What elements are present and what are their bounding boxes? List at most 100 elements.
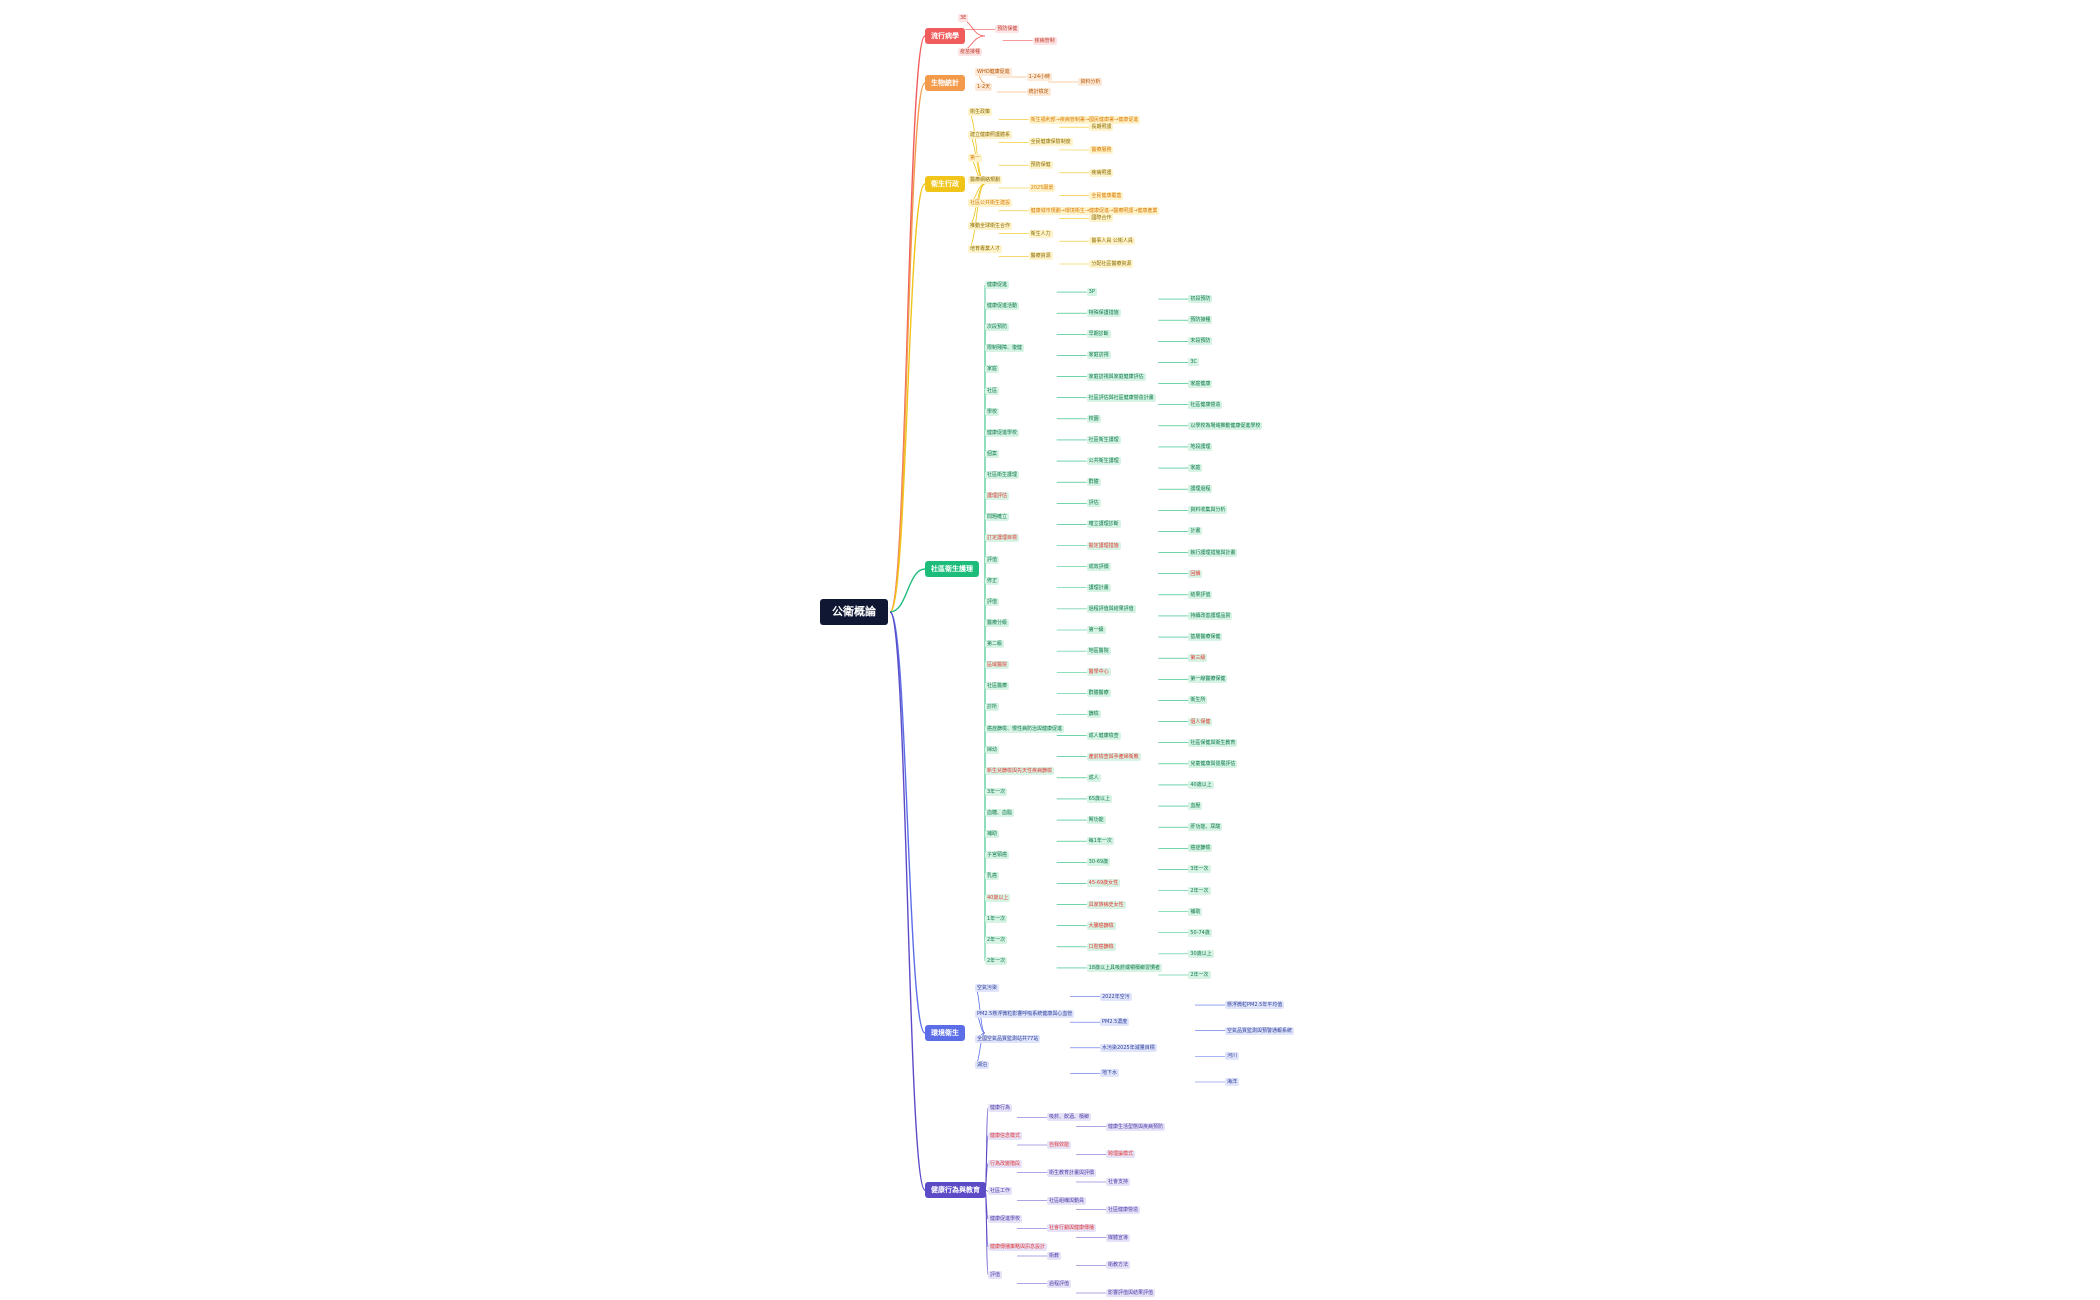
topic-node[interactable]: 肝功能、尿酸 [1188, 823, 1223, 832]
topic-node[interactable]: 65歲以上 [1086, 794, 1113, 803]
topic-node[interactable]: 50-74歲 [1188, 928, 1212, 937]
topic-node[interactable]: 全國空氣品質監測站共77站 [975, 1035, 1041, 1044]
topic-node[interactable]: 群體 [1086, 478, 1101, 487]
topic-node[interactable]: 衛教 [1047, 1252, 1062, 1260]
topic-node[interactable]: 40歲以上 [1188, 780, 1214, 789]
topic-node[interactable]: 18歲以上具吸菸或嚼檳榔習慣者 [1086, 963, 1163, 972]
topic-node[interactable]: 成人 [1086, 773, 1101, 782]
topic-node[interactable]: 地段護理 [1188, 442, 1213, 451]
topic-node[interactable]: 家庭訪視 [1086, 351, 1111, 360]
topic-node[interactable]: 血壓 [1188, 802, 1203, 811]
topic-node[interactable]: 社區組織與動員 [1047, 1196, 1087, 1205]
topic-node[interactable]: 初段預防 [1188, 295, 1213, 304]
topic-node[interactable]: 資料收集與分析 [1188, 506, 1228, 515]
topic-node[interactable]: 預防保健 [1028, 161, 1053, 170]
topic-node[interactable]: 3年一次 [1188, 865, 1211, 874]
topic-node[interactable]: WHO健康促進 [975, 68, 1012, 76]
topic-node[interactable]: 1年一次 [985, 914, 1008, 923]
topic-node[interactable]: 2022年空污 [1100, 992, 1132, 1001]
topic-node[interactable]: 群體醫療 [1086, 689, 1111, 698]
topic-node[interactable]: 健康促進 [985, 281, 1010, 289]
topic-node[interactable]: 癌症篩檢 [1188, 844, 1213, 853]
topic-node[interactable]: 全民健康覆蓋 [1089, 191, 1124, 200]
topic-node[interactable]: 社區公共衛生建設 [968, 199, 1013, 208]
topic-node[interactable]: 過程評值與結果評值 [1086, 604, 1136, 613]
topic-node[interactable]: 預防保健 [995, 25, 1020, 34]
topic-node[interactable]: 影響評值與結果評值 [1106, 1289, 1156, 1297]
topic-node[interactable]: 社區醫療 [985, 682, 1010, 691]
topic-node[interactable]: 衛生教育計畫與評價 [1047, 1168, 1097, 1177]
branch-4[interactable]: 環境衛生 [925, 1025, 965, 1041]
topic-node[interactable]: 末段預防 [1188, 337, 1213, 346]
topic-node[interactable]: 產前檢查與孕產婦衛教 [1086, 752, 1141, 761]
topic-node[interactable]: 2025願景 [1028, 184, 1056, 192]
topic-node[interactable]: 婦幼 [985, 745, 1000, 754]
topic-node[interactable]: 3C [1188, 358, 1200, 367]
topic-node[interactable]: 評值 [988, 1270, 1003, 1279]
topic-node[interactable]: 1-2天 [975, 83, 993, 91]
topic-node[interactable]: 以學校為場域推動健康促進學校 [1188, 421, 1263, 430]
topic-node[interactable]: 健康傳播策略與訊息設計 [988, 1242, 1048, 1251]
topic-node[interactable]: 成人健康檢查 [1086, 731, 1121, 740]
topic-node[interactable]: 計畫 [1188, 527, 1203, 536]
topic-node[interactable]: 40歲以上 [985, 893, 1011, 902]
topic-node[interactable]: 血糖、血脂 [985, 809, 1015, 818]
topic-node[interactable]: 護理計畫 [1086, 583, 1111, 592]
branch-1[interactable]: 生物統計 [925, 75, 965, 91]
topic-node[interactable]: 校園 [1086, 414, 1101, 423]
topic-node[interactable]: 次段預防 [985, 323, 1010, 332]
topic-node[interactable]: 社會支持 [1106, 1178, 1131, 1186]
branch-0[interactable]: 流行病學 [925, 28, 965, 44]
topic-node[interactable]: 確立護理診斷 [1086, 520, 1121, 529]
topic-node[interactable]: 衛生人力 [1028, 229, 1053, 238]
topic-node[interactable]: 分配社區醫療資源 [1089, 260, 1134, 268]
topic-node[interactable]: 衛生政策 [968, 108, 993, 116]
topic-node[interactable]: 補助 [985, 830, 1000, 839]
topic-node[interactable]: 衛生福利部→疾病管制署→國民健康署→健康促進 [1028, 115, 1141, 124]
topic-node[interactable]: 空氣污染 [975, 984, 1000, 992]
topic-node[interactable]: 健康促進活動 [985, 302, 1020, 311]
topic-node[interactable]: 社會行銷與健康傳播 [1047, 1224, 1097, 1233]
topic-node[interactable]: 資料分析 [1078, 78, 1103, 86]
topic-node[interactable]: 過程評值 [1047, 1279, 1072, 1288]
topic-node[interactable]: 社區衛生護理 [985, 471, 1020, 480]
topic-node[interactable]: 訂定護理目標 [985, 534, 1020, 543]
branch-2[interactable]: 衛生行政 [925, 176, 965, 192]
topic-node[interactable]: 家庭健康 [1188, 379, 1213, 388]
topic-node[interactable]: 社區評估與社區健康營造計畫 [1086, 393, 1156, 402]
branch-3[interactable]: 社區衛生護理 [925, 561, 979, 577]
topic-node[interactable]: 子宮頸癌 [985, 851, 1010, 860]
topic-node[interactable]: 回饋 [1188, 569, 1203, 578]
topic-node[interactable]: 癌症篩檢、慢性病防治與健康促進 [985, 724, 1065, 733]
topic-node[interactable]: 口腔癌篩檢 [1086, 942, 1116, 951]
topic-node[interactable]: 第二級 [985, 640, 1005, 649]
topic-node[interactable]: 結果評值 [1188, 590, 1213, 599]
topic-node[interactable]: 全民健康保險制度 [1028, 138, 1073, 147]
topic-node[interactable]: 評估 [1086, 499, 1101, 508]
topic-node[interactable]: 2年一次 [1188, 971, 1211, 979]
topic-node[interactable]: 特殊保護措施 [1086, 309, 1121, 318]
topic-node[interactable]: 修正 [985, 576, 1000, 585]
topic-node[interactable]: 醫療資源 [1028, 252, 1053, 261]
topic-node[interactable]: 培育專業人才 [968, 244, 1003, 253]
topic-node[interactable]: 預防接種 [1188, 316, 1213, 325]
topic-node[interactable]: 篩檢 [1086, 710, 1101, 719]
topic-node[interactable]: PM2.5懸浮微粒影響呼吸系統健康與心血管 [975, 1009, 1075, 1018]
topic-node[interactable]: 第一線醫療保健 [1188, 675, 1228, 684]
topic-node[interactable]: 限制殘障、復健 [985, 344, 1025, 353]
topic-node[interactable]: 健康信念模式 [988, 1131, 1023, 1140]
topic-node[interactable]: 疾病照護 [1089, 168, 1114, 177]
topic-node[interactable]: 每1年一次 [1086, 837, 1114, 846]
topic-node[interactable]: 統計檢定 [1026, 88, 1051, 96]
topic-node[interactable]: 學校 [985, 407, 1000, 416]
topic-node[interactable]: 河川 [1225, 1052, 1240, 1061]
topic-node[interactable]: 護理過程 [1188, 485, 1213, 494]
topic-node[interactable]: 個人保健 [1188, 717, 1213, 726]
topic-node[interactable]: 公共衛生護理 [1086, 457, 1121, 466]
root-topic[interactable]: 公衛概論 [820, 599, 888, 625]
topic-node[interactable]: 社區健康營造 [1188, 400, 1223, 409]
topic-node[interactable]: 區域醫院 [985, 661, 1010, 670]
topic-node[interactable]: 醫事人員 公衛人員 [1089, 237, 1135, 246]
topic-node[interactable]: 3E [958, 14, 969, 22]
topic-node[interactable]: 2年一次 [985, 935, 1008, 944]
